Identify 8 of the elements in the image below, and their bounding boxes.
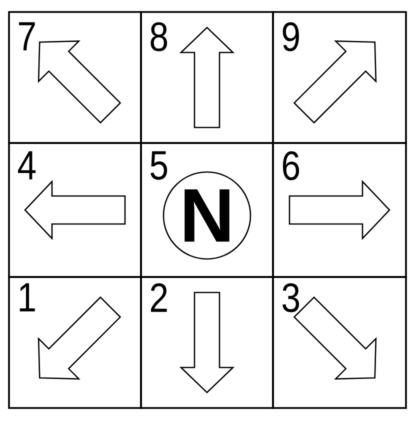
grid-cell: 9 — [272, 11, 407, 144]
grid-cell: 8 — [140, 11, 274, 144]
grid-cell: 4 — [8, 142, 142, 278]
grid-cell: 2 — [140, 276, 274, 409]
grid-cell: 3 — [272, 276, 407, 409]
grid-cell: 6 — [272, 142, 407, 278]
grid-cell: 7 — [8, 11, 142, 144]
grid-cell: 1 — [8, 276, 142, 409]
